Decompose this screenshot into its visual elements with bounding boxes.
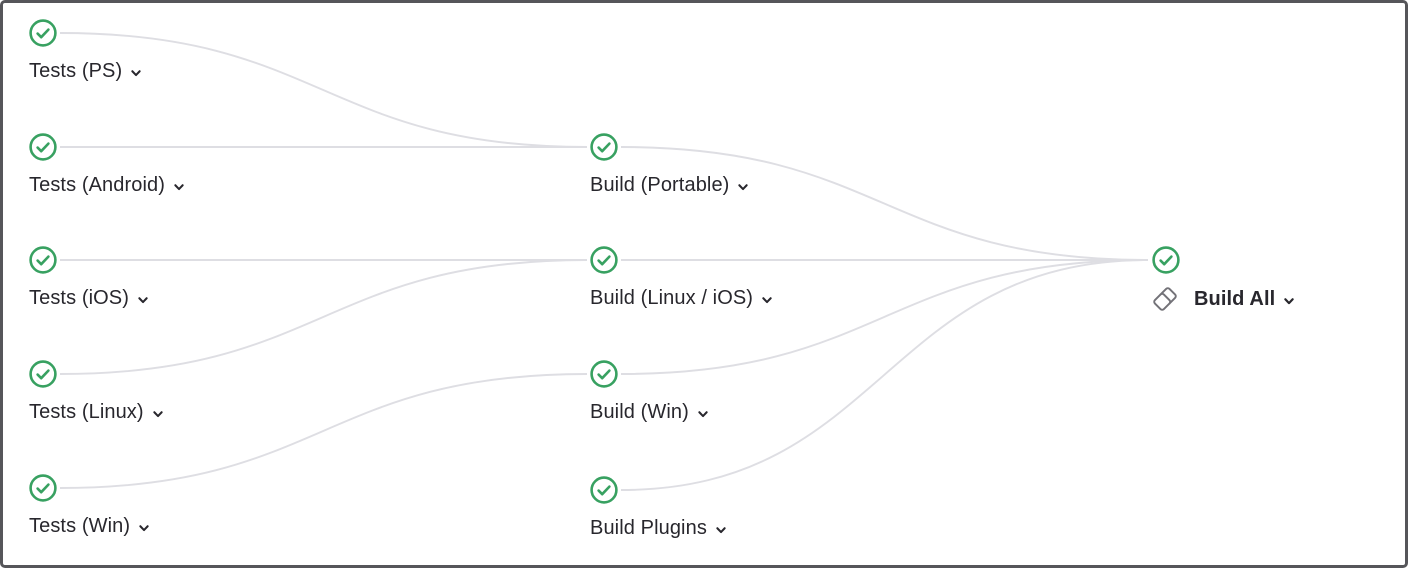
- job-label: Build All: [1194, 288, 1276, 310]
- job-dropdown-build-portable[interactable]: Build (Portable): [590, 173, 750, 197]
- job-label: Build (Linux / iOS): [590, 287, 754, 309]
- edge-tests-ps-to-build-portable: [59, 32, 588, 148]
- status-success-icon[interactable]: [29, 360, 57, 388]
- job-label: Tests (Win): [29, 515, 131, 537]
- chevron-down-icon: [138, 296, 148, 303]
- job-label: Tests (iOS): [29, 287, 129, 309]
- chevron-down-icon: [131, 69, 141, 76]
- edge-build-portable-to-build-all: [620, 146, 1149, 261]
- job-dropdown-tests-ios[interactable]: Tests (iOS): [29, 286, 150, 310]
- job-label: Tests (Android): [29, 174, 165, 196]
- job-dropdown-build-linux-ios[interactable]: Build (Linux / iOS): [590, 286, 774, 310]
- chevron-down-icon: [139, 524, 149, 531]
- pipeline-edges: [59, 32, 1149, 491]
- chevron-down-icon: [152, 410, 163, 417]
- status-success-icon[interactable]: [29, 474, 57, 502]
- chevron-down-icon: [1284, 297, 1295, 304]
- status-success-icon[interactable]: [29, 246, 57, 274]
- job-label: Build (Portable): [590, 174, 730, 196]
- chevron-down-icon: [762, 296, 772, 303]
- chevron-down-icon: [698, 410, 708, 417]
- edge-build-win-to-build-all: [620, 259, 1149, 375]
- job-dropdown-tests-android[interactable]: Tests (Android): [29, 173, 186, 197]
- job-label: Build Plugins: [590, 517, 707, 539]
- job-dropdown-build-plugins[interactable]: Build Plugins: [590, 516, 728, 540]
- job-label: Tests (Linux): [29, 401, 144, 423]
- status-success-icon[interactable]: [29, 19, 57, 47]
- status-success-icon[interactable]: [590, 133, 618, 161]
- edge-build-plugins-to-build-all: [620, 259, 1149, 491]
- status-success-icon[interactable]: [590, 246, 618, 274]
- job-dropdown-build-win[interactable]: Build (Win): [590, 400, 710, 424]
- chevron-down-icon: [738, 183, 749, 190]
- status-success-icon[interactable]: [590, 360, 618, 388]
- edge-tests-win-to-build-win: [59, 373, 588, 489]
- job-dropdown-tests-ps[interactable]: Tests (PS): [29, 59, 143, 83]
- status-success-icon[interactable]: [590, 476, 618, 504]
- job-dropdown-tests-linux[interactable]: Tests (Linux): [29, 400, 165, 424]
- chevron-down-icon: [716, 526, 726, 533]
- status-success-icon[interactable]: [29, 133, 57, 161]
- job-label: Tests (PS): [29, 60, 123, 82]
- job-dropdown-build-all[interactable]: Build All: [1194, 287, 1296, 311]
- chevron-down-icon: [174, 183, 184, 190]
- status-success-icon[interactable]: [1152, 246, 1180, 274]
- job-dropdown-tests-win[interactable]: Tests (Win): [29, 514, 151, 538]
- downstream-pipeline-icon: [1153, 287, 1177, 311]
- job-label: Build (Win): [590, 401, 689, 423]
- edge-tests-linux-to-build-linux-ios: [59, 259, 588, 375]
